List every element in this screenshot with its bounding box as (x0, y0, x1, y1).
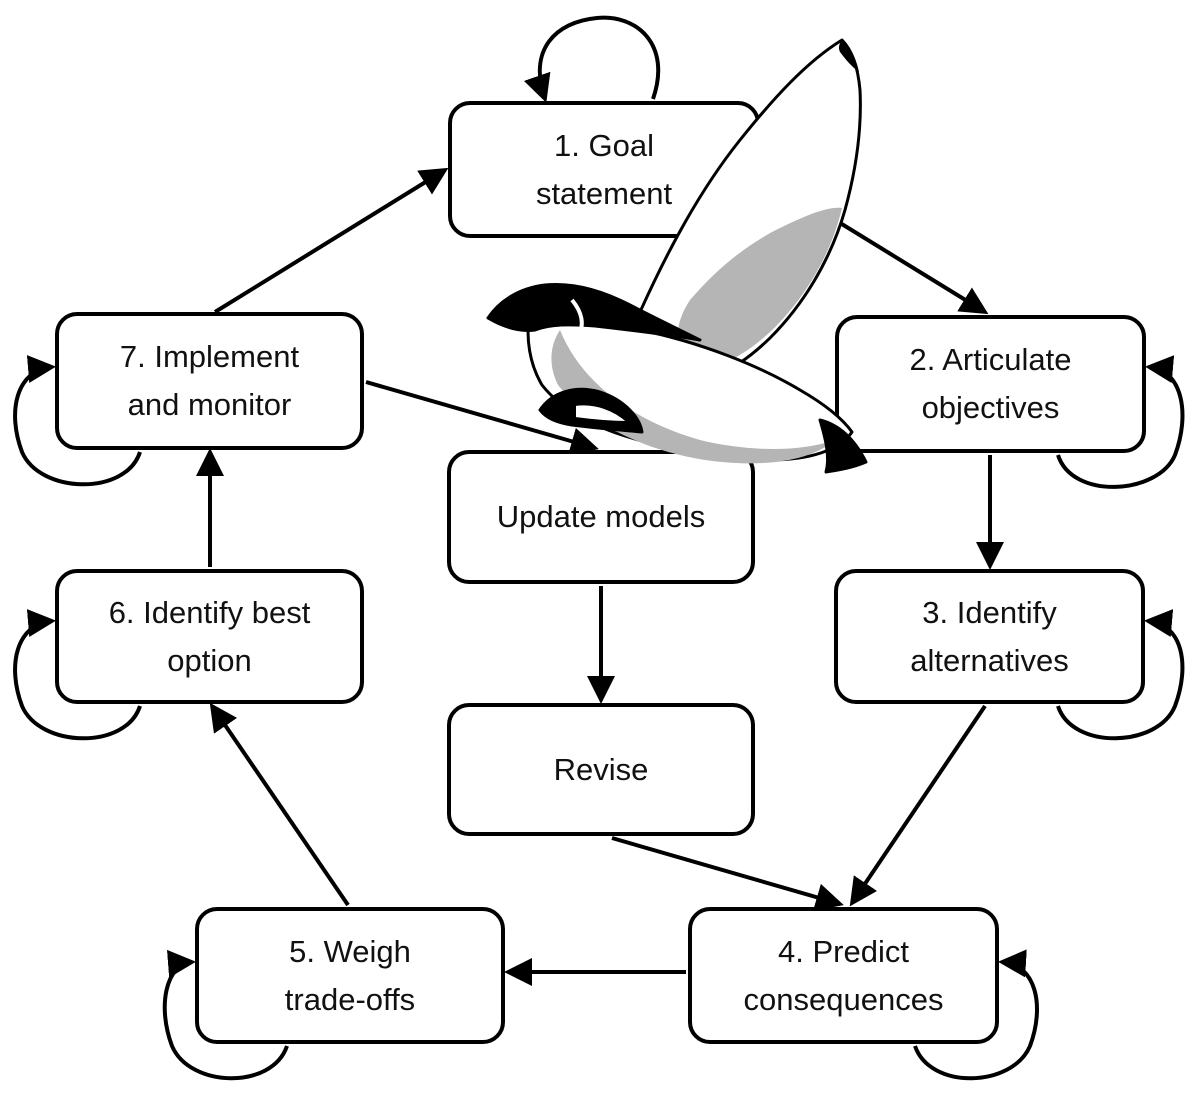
step-alternatives-line2: alternatives (910, 642, 1069, 678)
bird-head (486, 282, 702, 342)
step-consequences-line2: consequences (743, 981, 944, 1017)
arrow-implement-to-goal (213, 167, 449, 314)
step-tradeoffs-line1: 5. Weigh (289, 933, 411, 969)
step-best-option-line2: option (167, 642, 252, 678)
step-identify-alternatives: 3. Identify alternatives (834, 569, 1145, 704)
step-identify-best-option: 6. Identify best option (55, 569, 364, 704)
self-loop-best-option (13, 609, 142, 741)
step-alternatives-line1: 3. Identify (922, 594, 1057, 630)
arrow-goal-to-objectives (830, 216, 989, 315)
step-articulate-objectives: 2. Articulate objectives (835, 315, 1146, 453)
learning-revise: Revise (447, 703, 755, 836)
step-implement-and-monitor: 7. Implement and monitor (55, 312, 364, 450)
step-implement-line1: 7. Implement (119, 339, 300, 374)
step-weigh-tradeoffs: 5. Weigh trade-offs (195, 907, 505, 1044)
step-tradeoffs-line2: trade-offs (284, 981, 416, 1017)
self-loop-goal (523, 15, 661, 103)
learning-revise-label: Revise (553, 751, 649, 787)
arrow-implement-to-update (365, 380, 599, 455)
self-loop-implement (13, 355, 142, 487)
bird-foot-light (574, 403, 629, 423)
step-consequences-line1: 4. Predict (778, 933, 909, 969)
step-objectives-line1: 2. Articulate (909, 342, 1072, 377)
step-goal-line1: 1. Goal (554, 127, 654, 163)
step-predict-consequences: 4. Predict consequences (688, 907, 999, 1044)
arrow-alternatives-to-consequences (849, 704, 987, 907)
bird-neck-ring (570, 298, 584, 338)
step-goal-statement: 1. Goal statement (448, 101, 760, 238)
arrow-revise-to-consequences (611, 836, 844, 911)
bird-wing-tips (838, 40, 859, 72)
learning-update-label: Update models (496, 499, 706, 534)
bird-wing-shade (676, 207, 842, 372)
step-objectives-line2: objectives (921, 390, 1060, 425)
self-loop-consequences (913, 949, 1039, 1081)
self-loop-objectives (1056, 355, 1185, 489)
learning-update-models: Update models (447, 450, 755, 584)
step-implement-line2: and monitor (127, 387, 292, 422)
arrow-tradeoffs-to-best-option (209, 702, 350, 907)
step-goal-line2: statement (535, 175, 673, 211)
self-loop-alternatives (1056, 609, 1185, 741)
self-loop-tradeoffs (162, 949, 289, 1081)
bird-tail (818, 418, 868, 474)
step-best-option-line1: 6. Identify best (108, 594, 311, 630)
